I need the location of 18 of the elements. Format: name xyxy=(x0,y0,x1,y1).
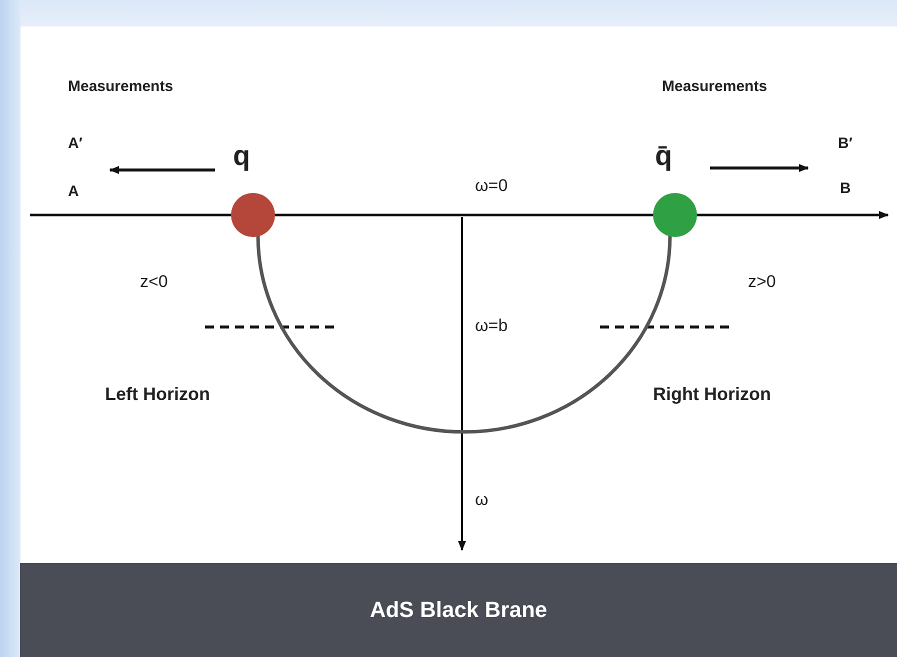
coordinate-label: ω=b xyxy=(475,316,508,336)
point-label: B xyxy=(840,180,851,197)
heading: Measurements xyxy=(68,78,174,95)
band-label: AdS Black Brane xyxy=(370,597,548,623)
coordinate-label: z<0 xyxy=(140,272,168,292)
particle-label: q̄ xyxy=(655,140,672,172)
axis-label: ω xyxy=(475,490,488,510)
particle-label: q xyxy=(233,140,250,172)
coordinate-label: z>0 xyxy=(748,272,776,292)
point-label: B′ xyxy=(838,135,852,152)
point-label: A′ xyxy=(68,135,82,152)
brane-band xyxy=(20,563,897,657)
string-curve xyxy=(256,236,672,434)
horizon-label: Right Horizon xyxy=(653,384,771,405)
point-label: A xyxy=(68,183,79,200)
coordinate-label: ω=0 xyxy=(475,176,508,196)
horizon-label: Left Horizon xyxy=(105,384,210,405)
heading: Measurements xyxy=(662,78,768,95)
